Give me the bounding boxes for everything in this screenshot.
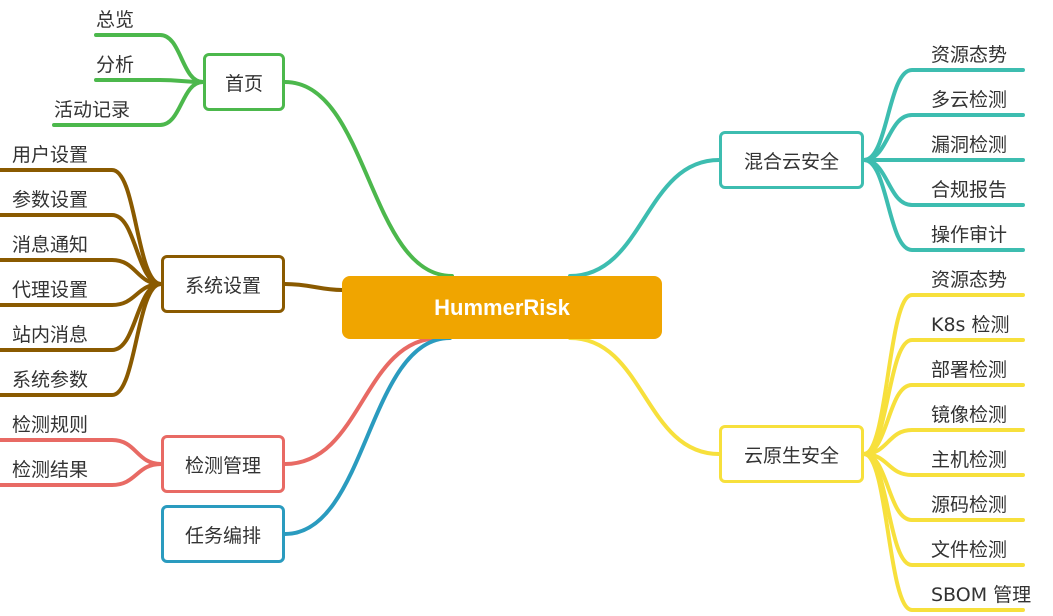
leaf-hybrid-compliance[interactable]: 合规报告 — [931, 179, 1008, 201]
leaf-cn-host[interactable]: 主机检测 — [931, 449, 1008, 471]
leaf-home-analysis[interactable]: 分析 — [96, 54, 135, 76]
link-cloudnative-leaf-1 — [862, 338, 1025, 456]
leaf-settings-params[interactable]: 参数设置 — [12, 189, 89, 211]
branch-cloud-native-security[interactable]: 云原生安全 — [719, 425, 864, 483]
leaf-settings-user[interactable]: 用户设置 — [12, 144, 89, 166]
leaf-detection-rules[interactable]: 检测规则 — [12, 414, 89, 436]
leaf-cn-resource[interactable]: 资源态势 — [931, 269, 1008, 291]
leaf-settings-notify[interactable]: 消息通知 — [12, 234, 89, 256]
link-home-leaf-2 — [52, 80, 205, 127]
leaf-detection-results[interactable]: 检测结果 — [12, 459, 89, 481]
link-center-detection — [283, 336, 442, 466]
link-settings-leaf-1 — [0, 213, 163, 286]
leaf-home-overview[interactable]: 总览 — [96, 9, 135, 31]
link-center-cloudnative — [568, 336, 721, 456]
branch-system-settings[interactable]: 系统设置 — [161, 255, 285, 313]
branch-detection-management[interactable]: 检测管理 — [161, 435, 285, 493]
leaf-settings-proxy[interactable]: 代理设置 — [12, 279, 89, 301]
link-home-leaf-1 — [94, 78, 205, 84]
branch-task-orchestration[interactable]: 任务编排 — [161, 505, 285, 563]
leaf-home-activity-log[interactable]: 活动记录 — [54, 99, 131, 121]
link-center-settings — [283, 282, 344, 292]
leaf-cn-k8s[interactable]: K8s 检测 — [931, 314, 1010, 336]
link-detection-leaf-1 — [0, 462, 163, 487]
link-cloudnative-leaf-2 — [862, 383, 1025, 456]
leaf-hybrid-vuln[interactable]: 漏洞检测 — [931, 134, 1008, 156]
link-center-hybrid — [568, 158, 721, 278]
leaf-settings-system-params[interactable]: 系统参数 — [12, 369, 89, 391]
leaf-cn-source[interactable]: 源码检测 — [931, 494, 1008, 516]
leaf-hybrid-multicloud[interactable]: 多云检测 — [931, 89, 1008, 111]
leaf-settings-inbox[interactable]: 站内消息 — [12, 324, 89, 346]
link-cloudnative-leaf-7 — [862, 452, 1025, 612]
leaf-hybrid-audit[interactable]: 操作审计 — [931, 224, 1008, 246]
leaf-cn-image[interactable]: 镜像检测 — [931, 404, 1008, 426]
link-center-home — [283, 80, 454, 278]
branch-home[interactable]: 首页 — [203, 53, 285, 111]
leaf-hybrid-resource[interactable]: 资源态势 — [931, 44, 1008, 66]
link-center-tasks — [283, 336, 452, 536]
link-hybrid-leaf-0 — [862, 68, 1025, 162]
leaf-cn-deploy[interactable]: 部署检测 — [931, 359, 1008, 381]
link-hybrid-leaf-4 — [862, 158, 1025, 252]
link-settings-leaf-0 — [0, 168, 163, 286]
leaf-cn-sbom[interactable]: SBOM 管理 — [931, 584, 1032, 606]
leaf-cn-file[interactable]: 文件检测 — [931, 539, 1008, 561]
branch-hybrid-cloud-security[interactable]: 混合云安全 — [719, 131, 864, 189]
link-settings-leaf-5 — [0, 282, 163, 397]
central-topic[interactable]: HummerRisk — [342, 276, 662, 339]
